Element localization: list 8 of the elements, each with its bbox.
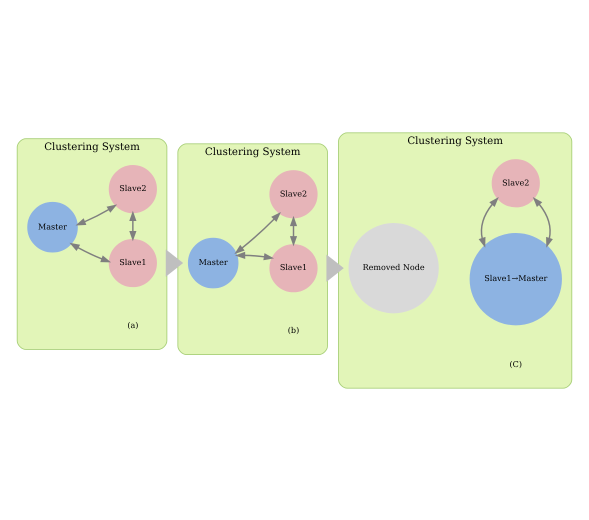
arrow: [478, 196, 499, 248]
arrow: [129, 210, 136, 241]
arrow: [76, 204, 118, 226]
arrow: [234, 251, 274, 260]
arrow: [69, 242, 112, 262]
arrow: [290, 215, 298, 246]
arrow: [234, 211, 281, 254]
arrow: [532, 196, 553, 248]
